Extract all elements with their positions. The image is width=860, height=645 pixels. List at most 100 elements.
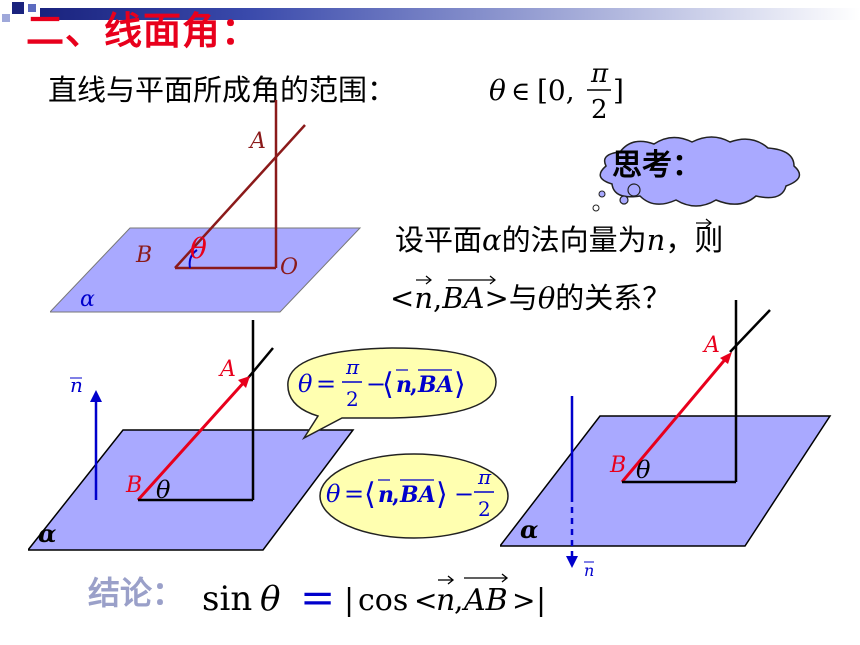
label-theta-right: θ <box>636 456 651 484</box>
c2-n: n <box>378 482 394 508</box>
cloud-trail <box>592 190 606 212</box>
page-title: 二、线面角： <box>26 9 261 53</box>
plane-top <box>50 227 362 313</box>
plane-left <box>28 429 355 551</box>
q1-mid: 的法向量为 <box>501 223 647 257</box>
c1-minus: − <box>366 370 386 398</box>
q2-post: 的关系？ <box>555 281 672 315</box>
figure-right: A B θ α n <box>500 300 832 580</box>
cloud-trail-dot-1 <box>598 190 606 198</box>
callout-2-shape <box>319 453 509 539</box>
callout-2: θ = ⟨ n , BA ⟩ − π 2 <box>319 453 509 539</box>
range-text: 直线与平面所成角的范围： <box>48 73 397 107</box>
concl-n: n <box>436 583 455 618</box>
header-square-2 <box>28 4 36 12</box>
q2-mid: 与 <box>508 281 538 315</box>
cloud-shape <box>599 136 801 207</box>
concl-cos: cos <box>358 583 408 618</box>
q2-comma: , <box>433 281 443 315</box>
q1-post: ，则 <box>665 223 724 257</box>
q2-n: n <box>414 281 433 315</box>
label-alpha-right: α <box>520 515 538 544</box>
thought-label: 思考： <box>612 148 702 183</box>
label-B-top: B <box>135 243 152 268</box>
concl-AB: AB <box>461 583 508 618</box>
callout-1: θ = π 2 − ⟨ n , BA ⟩ <box>287 347 497 440</box>
q1-pre: 设平面 <box>395 223 483 257</box>
cloud-bubble-1 <box>627 183 641 197</box>
concl-eq: = <box>300 573 335 622</box>
range-close: ] <box>613 74 624 107</box>
range-open: [0, <box>537 74 575 107</box>
c2-rangle: ⟩ <box>436 477 448 512</box>
c1-comma: , <box>410 372 418 398</box>
c1-eq: = <box>316 370 336 398</box>
c2-comma: , <box>392 482 400 508</box>
label-A-left: A <box>218 357 236 382</box>
q2-gt: > <box>484 281 509 315</box>
concl-lt: < <box>414 584 437 617</box>
line-above-A-right <box>729 309 771 353</box>
c1-n: n <box>396 372 412 398</box>
angle-range-statement: 直线与平面所成角的范围： <box>48 68 396 112</box>
header-bar <box>2 2 860 22</box>
label-alpha-top: α <box>80 287 95 312</box>
q2-BA: BA <box>442 281 485 315</box>
slant-line-top <box>174 124 306 269</box>
label-n-left: n <box>70 373 83 397</box>
q1-alpha: α <box>482 223 502 257</box>
figure-top: A B O θ α <box>50 100 362 313</box>
concl-gt: > <box>512 584 535 617</box>
concl-sin: sin <box>202 579 252 619</box>
header-square-1 <box>12 2 24 14</box>
c2-den: 2 <box>478 497 491 521</box>
label-B-left: B <box>125 473 142 498</box>
vector-BA-left <box>136 378 248 502</box>
header-square-3 <box>2 14 10 22</box>
range-in: ∈ <box>511 77 530 107</box>
c1-pi: π <box>345 355 360 379</box>
cloud-bubble-2 <box>619 195 629 205</box>
c2-theta: θ <box>326 480 341 508</box>
label-theta-left: θ <box>156 476 171 504</box>
figure-left: n A B θ α <box>28 320 355 551</box>
q2-vector-arrows <box>416 275 496 285</box>
c2-langle: ⟨ <box>364 477 376 512</box>
concl-theta: θ <box>260 579 280 619</box>
conclusion-label: 结论： <box>88 574 185 612</box>
q2-theta: θ <box>537 281 556 315</box>
range-den: 2 <box>591 95 608 125</box>
c2-minus: − <box>454 480 474 508</box>
c2-BA: BA <box>399 482 436 508</box>
c1-den: 2 <box>346 387 359 411</box>
c1-theta: θ <box>298 370 313 398</box>
range-formula: θ ∈ [0, π 2 ] <box>489 59 624 125</box>
angle-arc-top <box>188 249 198 269</box>
q1-n: n <box>646 223 666 257</box>
concl-bar-close: | <box>536 583 546 618</box>
label-B-right: B <box>609 453 626 478</box>
label-A-right: A <box>702 333 720 358</box>
q1-n-arrow <box>696 218 712 228</box>
c2-pi: π <box>477 465 492 489</box>
c2-eq: = <box>344 480 364 508</box>
concl-bar-open: | <box>344 583 354 618</box>
label-alpha-left: α <box>38 519 56 548</box>
line-above-A-left <box>247 347 274 379</box>
question-line-2: <n,BA>与θ的关系？ <box>390 278 671 318</box>
vector-BA-right <box>620 355 730 483</box>
c1-langle: ⟨ <box>382 367 394 402</box>
label-theta-top: θ <box>190 232 207 265</box>
conclusion-formula: sin θ = | cos < n , AB > | <box>202 573 546 622</box>
thought-cloud <box>599 136 801 207</box>
concl-comma: , <box>454 583 464 618</box>
label-A-top: A <box>248 129 266 154</box>
label-n-right: n <box>584 561 594 580</box>
header-gradient <box>40 8 860 20</box>
c1-rangle: ⟩ <box>454 367 466 402</box>
range-pi: π <box>590 59 609 89</box>
question-line-1: 设平面α的法向量为n，则 <box>395 220 723 260</box>
cloud-trail-dot-2 <box>592 204 600 212</box>
range-theta: θ <box>489 74 506 107</box>
c1-BA: BA <box>417 372 454 398</box>
